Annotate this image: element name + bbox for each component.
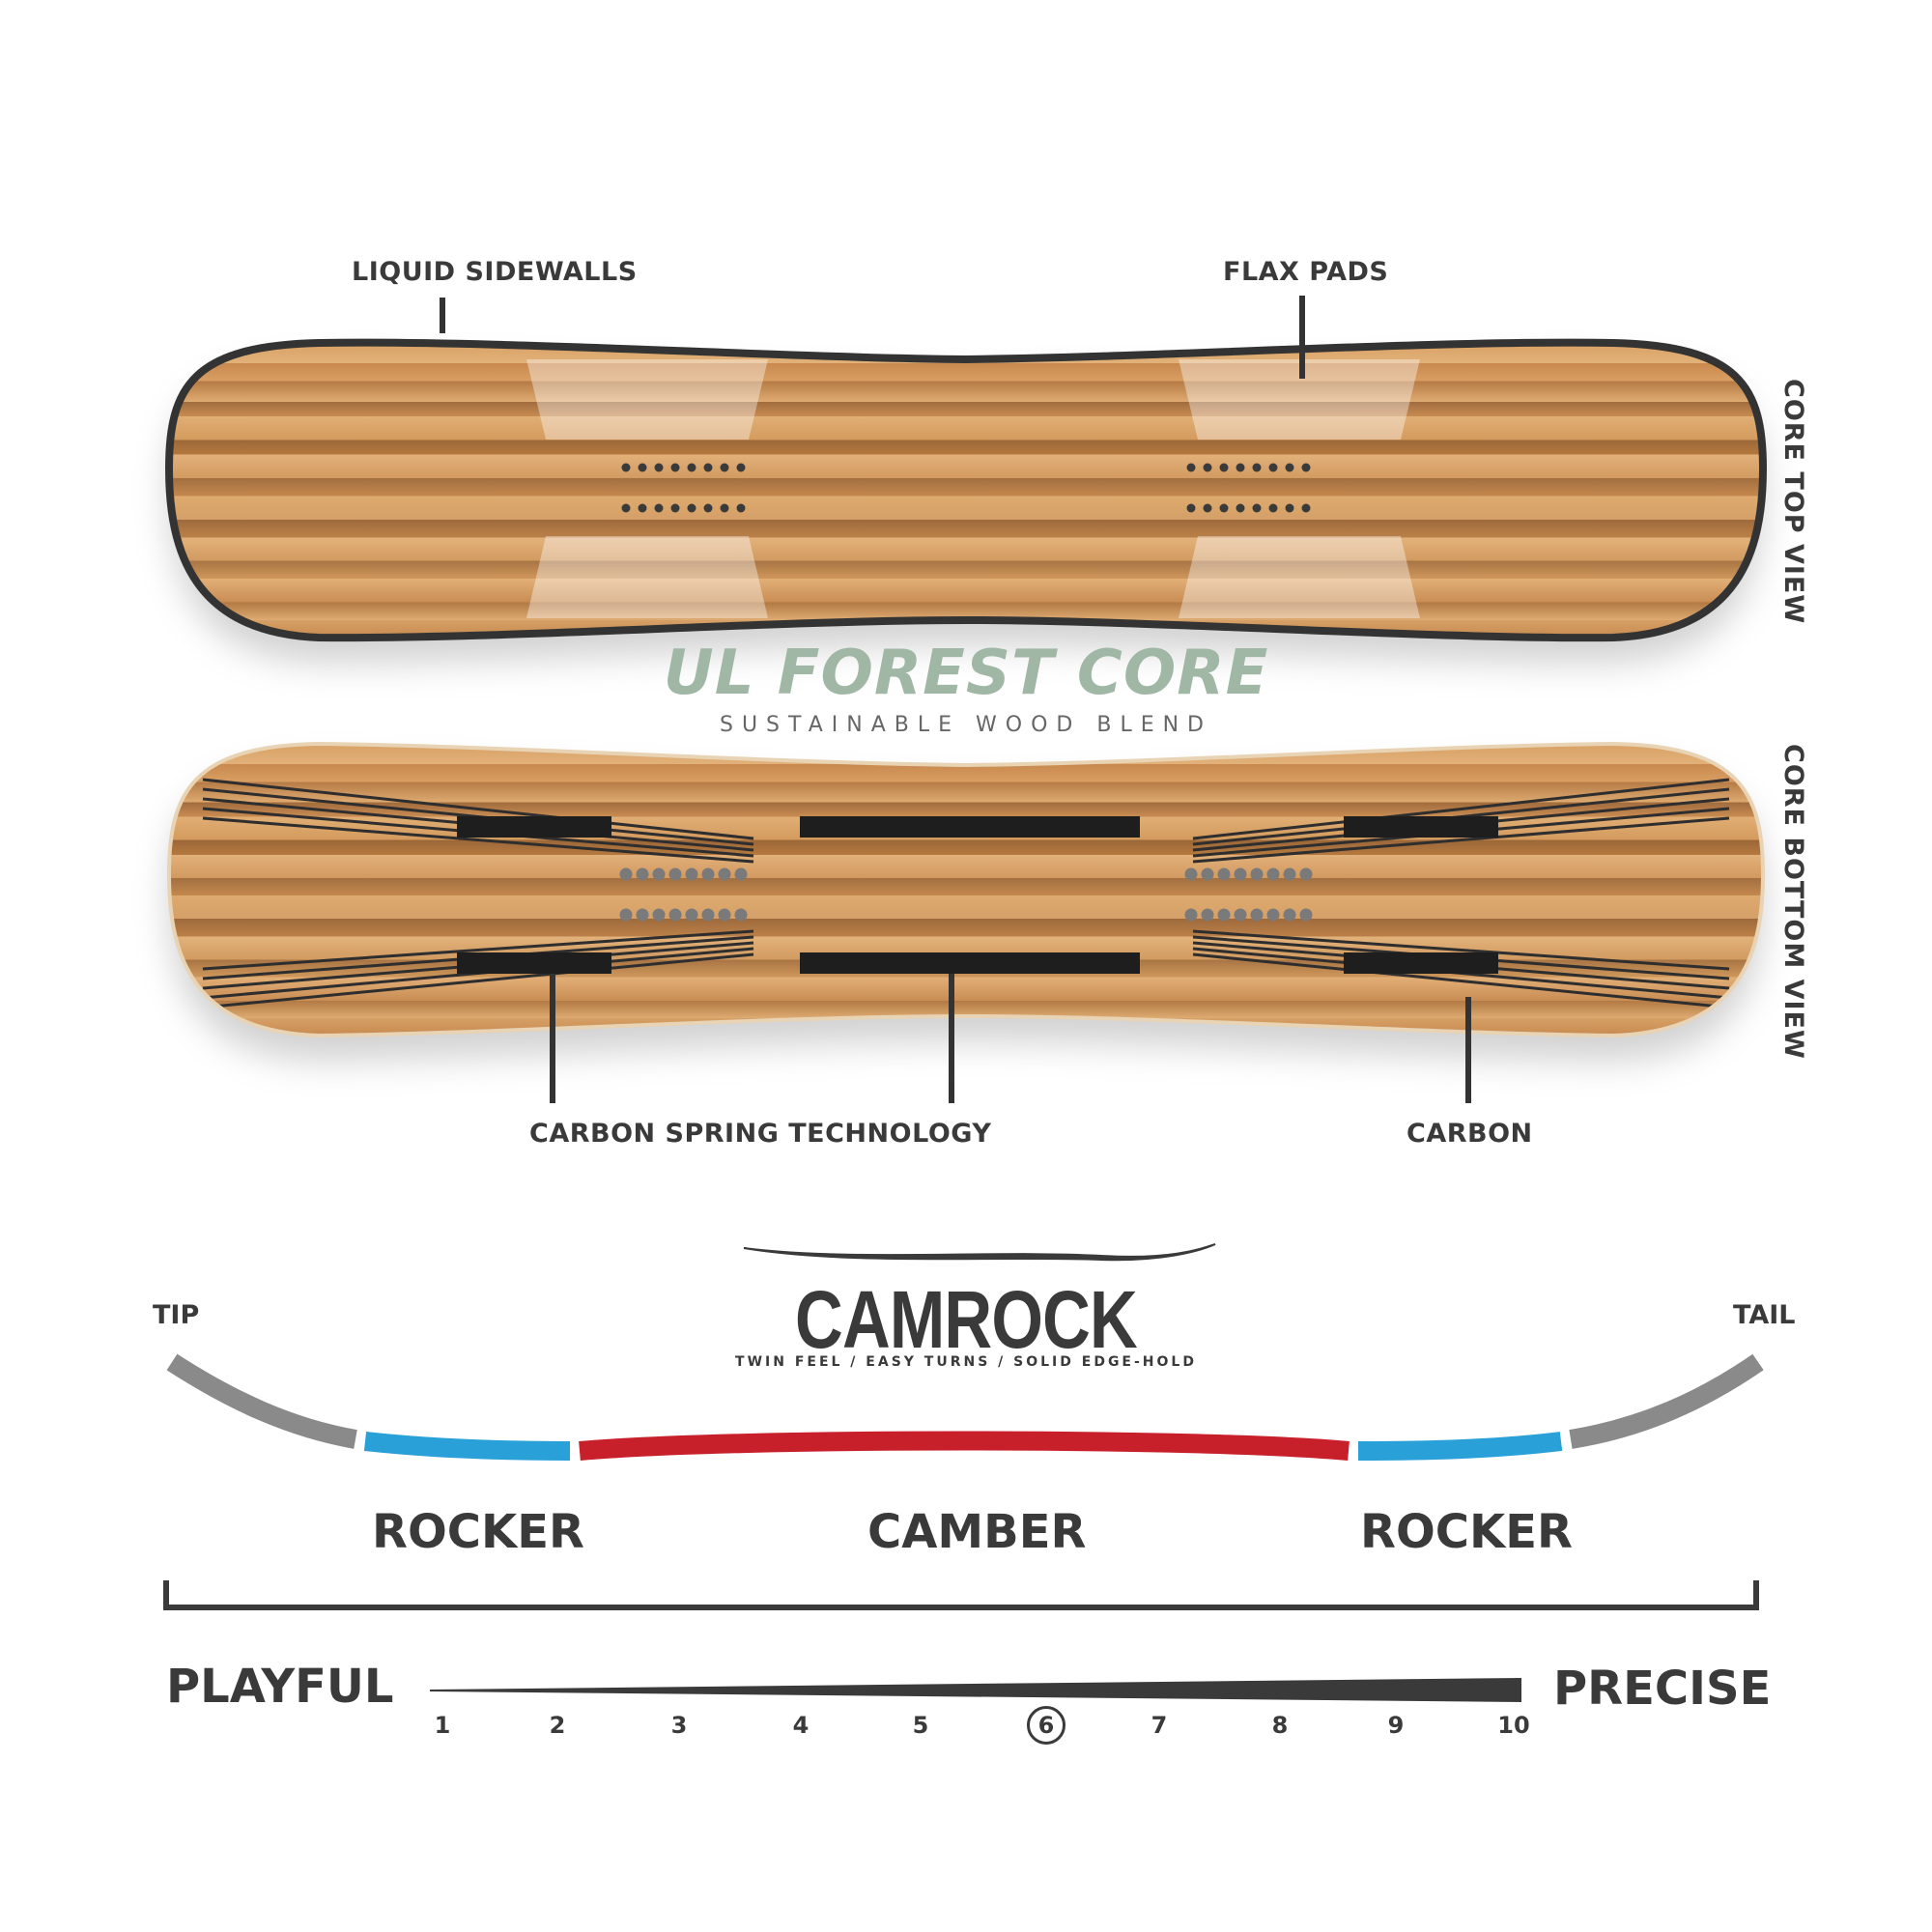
flex-scale-4: 4 [792, 1712, 810, 1739]
flex-scale-5: 5 [912, 1712, 929, 1739]
liquid-sidewalls-label: LIQUID SIDEWALLS [352, 257, 638, 287]
camber-label: CAMBER [867, 1505, 1087, 1559]
carbon-spring-label: CARBON SPRING TECHNOLOGY [529, 1119, 992, 1149]
core-title: UL FOREST CORE [663, 638, 1269, 709]
tip-label: TIP [153, 1300, 200, 1330]
flex-scale-9: 9 [1387, 1712, 1405, 1739]
core-subtitle: SUSTAINABLE WOOD BLEND [719, 713, 1213, 737]
carbon-label: CARBON [1406, 1119, 1533, 1149]
carbon-bars [457, 816, 1498, 974]
flex-scale-6-selected: 6 [1027, 1706, 1065, 1745]
flex-scale-7: 7 [1151, 1712, 1168, 1739]
core-bottom-view-label: CORE BOTTOM VIEW [1778, 744, 1808, 1060]
liquid-sidewall-outline [164, 338, 1768, 642]
rocker-label-right: ROCKER [1360, 1505, 1573, 1559]
rocker-label-left: ROCKER [372, 1505, 584, 1559]
tail-label: TAIL [1733, 1300, 1796, 1330]
camrock-swoosh [743, 1243, 1216, 1262]
core-top-board [169, 342, 1763, 639]
playful-label: PLAYFUL [166, 1660, 394, 1714]
insert-holes-bottom [619, 867, 1313, 922]
flex-scale-10: 10 [1497, 1712, 1530, 1739]
profile-name: CAMROCK [795, 1274, 1138, 1365]
core-top-view-label: CORE TOP VIEW [1778, 379, 1808, 625]
precise-label: PRECISE [1553, 1662, 1772, 1716]
insert-holes-top [621, 463, 1311, 513]
flax-pads [526, 359, 1420, 618]
flex-scale-3: 3 [670, 1712, 688, 1739]
flex-scale-2: 2 [549, 1712, 566, 1739]
flex-scale-8: 8 [1271, 1712, 1289, 1739]
profile-curve [166, 1353, 1764, 1461]
flex-scale-1: 1 [434, 1712, 451, 1739]
carbon-stringers-left [202, 778, 754, 1009]
profile-tagline: TWIN FEEL / EASY TURNS / SOLID EDGE-HOLD [735, 1354, 1197, 1370]
flex-wedge [430, 1678, 1521, 1702]
profile-bracket [163, 1580, 1759, 1610]
core-bottom-board [169, 744, 1763, 1036]
bottom-board-outline [166, 741, 1766, 1038]
flax-pads-label: FLAX PADS [1223, 257, 1389, 287]
